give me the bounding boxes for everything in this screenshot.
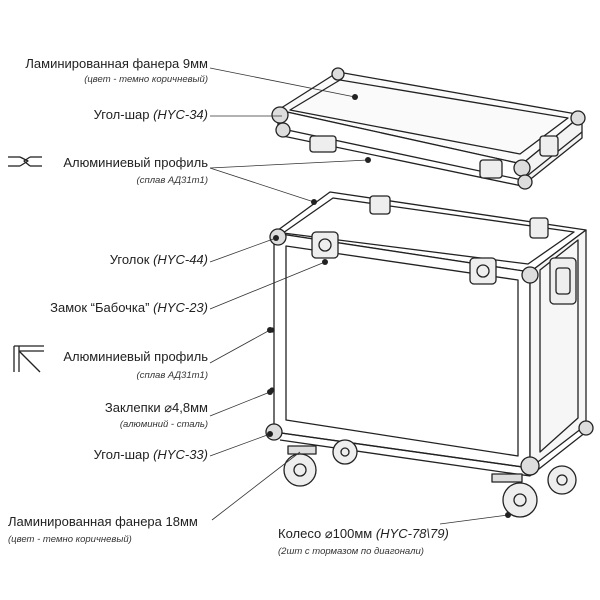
leader-dots (267, 94, 511, 518)
alu-profile-top-alloy: (сплав АД31т1) (136, 175, 208, 186)
lock-code: (HYC-23) (153, 300, 208, 315)
profile-icon-top (8, 156, 42, 167)
wheel-code: (HYC-78\79) (375, 526, 449, 541)
lock-label: Замок “Бабочка” (HYC-23) (50, 300, 208, 315)
corner-name: Уголок (109, 252, 150, 267)
alu-profile-bottom-alloy: (сплав АД31т1) (136, 370, 208, 381)
case-body (265, 191, 594, 477)
alu-profile-bottom-label: Алюминиевый профиль (63, 349, 208, 364)
corner-label: Уголок (HYC-44) (110, 252, 208, 267)
ball-corner-bottom-label: Угол-шар (HYC-33) (94, 447, 208, 462)
wheel-name: Колесо ⌀100мм (278, 526, 373, 541)
leader-lines (209, 67, 509, 525)
rivets-label: Заклепки ⌀4,8мм (104, 400, 208, 415)
plywood-18-label: Ламинированная фанера 18мм (8, 514, 198, 529)
ball-corner-top-name: Угол-шар (93, 107, 150, 122)
plywood-9-color: (цвет - темно коричневый) (84, 74, 208, 85)
ball-corner-bottom-code: (HYC-33) (153, 447, 208, 462)
ball-corner-bottom-name: Угол-шар (93, 447, 150, 462)
alu-profile-top-label: Алюминиевый профиль (63, 155, 208, 170)
corner-code: (HYC-44) (153, 252, 208, 267)
rivets-material: (алюминий - сталь) (119, 419, 208, 430)
wheel-brake-note: (2шт с тормазом по диагонали) (278, 546, 424, 557)
plywood-9-label: Ламинированная фанера 9мм (25, 56, 208, 71)
lock-name: Замок “Бабочка” (50, 300, 150, 315)
plywood-18-color: (цвет - темно коричневый) (8, 534, 132, 545)
profile-icon-corner (13, 345, 44, 373)
wheels (283, 439, 577, 518)
wheel-label: Колесо ⌀100мм (HYC-78\79) (278, 526, 449, 542)
lid (271, 67, 586, 190)
ball-corner-top-label: Угол-шар (HYC-34) (94, 107, 208, 122)
ball-corner-top-code: (HYC-34) (153, 107, 208, 122)
